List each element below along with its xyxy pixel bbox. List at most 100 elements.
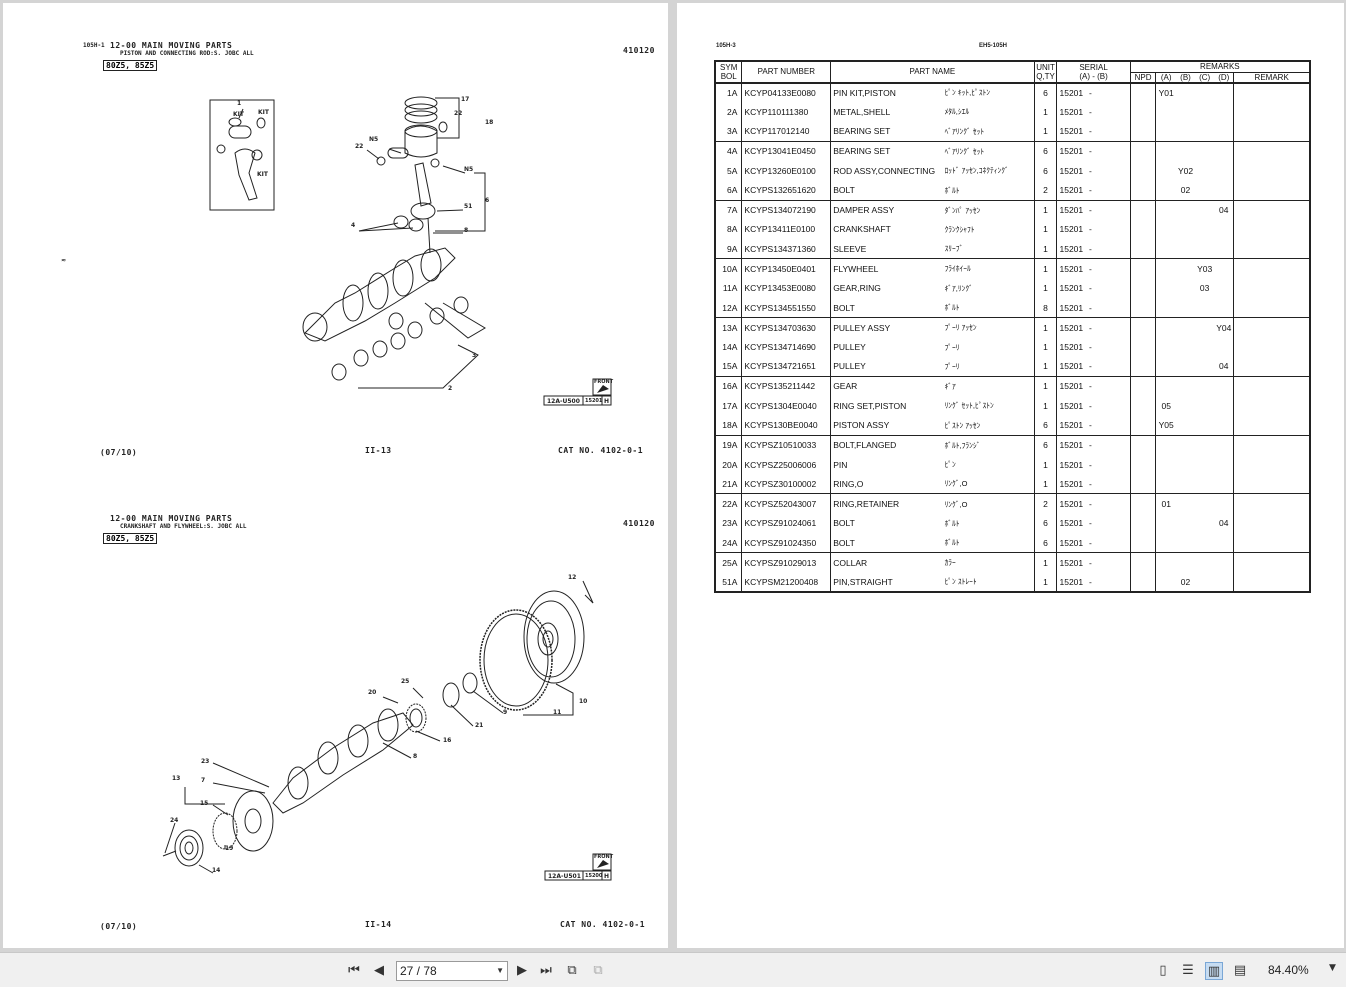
part-name-cell: BOLT,FLANGED xyxy=(830,434,943,455)
remark-c-cell xyxy=(1195,298,1214,318)
remark-cell xyxy=(1233,375,1310,396)
sym-cell: 25A xyxy=(715,552,742,573)
last-page-icon[interactable]: ⏭ xyxy=(540,963,552,978)
previous-page-icon[interactable]: ◀ xyxy=(374,963,384,978)
zoom-dropdown-icon[interactable]: ▼ xyxy=(1329,963,1336,973)
part-name-jp-cell: ﾘﾝｸﾞ ｾｯﾄ,ﾋﾟｽﾄﾝ xyxy=(944,401,994,411)
part-number-cell: KCYPSZ91024061 xyxy=(741,513,831,534)
remark-a-cell xyxy=(1155,474,1176,494)
remark-b-cell xyxy=(1176,337,1195,357)
remark-c-cell xyxy=(1195,122,1214,142)
serial-header: SERIAL xyxy=(1056,61,1131,72)
remark-header: REMARK xyxy=(1233,72,1310,84)
remark-d-cell xyxy=(1214,83,1234,103)
part-name-cell: BEARING SET xyxy=(830,121,943,142)
part-name-cell: BOLT xyxy=(830,180,943,201)
facing-pages-view-icon[interactable]: ▥ xyxy=(1205,962,1223,980)
remark-d-cell xyxy=(1214,533,1234,553)
remark-b-cell xyxy=(1175,140,1196,161)
serial-b-cell: - xyxy=(1088,576,1092,587)
part-name-cell: COLLAR xyxy=(830,552,943,573)
continuous-view-icon[interactable]: ☰ xyxy=(1182,963,1194,978)
model-box: 80Z5, 85Z5 xyxy=(103,533,158,544)
part-number-cell: KCYP13453E0080 xyxy=(741,278,831,299)
remark-d-cell xyxy=(1214,180,1234,200)
part-name-cell: BOLT xyxy=(830,533,943,553)
figure-serial: 15201 xyxy=(585,398,603,404)
part-name-jp-cell: ﾍﾞｱﾘﾝｸﾞ ｾｯﾄ xyxy=(944,126,985,136)
serial-b-cell: - xyxy=(1088,459,1092,470)
single-page-view-icon[interactable]: ▯ xyxy=(1159,963,1167,978)
remark-cell xyxy=(1233,474,1310,494)
remark-d-cell: Y04 xyxy=(1214,317,1234,338)
serial-b-cell: - xyxy=(1086,434,1131,455)
callout: 23 xyxy=(201,758,210,765)
go-back-view-icon[interactable]: ⧉ xyxy=(567,963,577,978)
remark-d-cell xyxy=(1214,102,1234,122)
page-date: (07/10) xyxy=(100,448,138,457)
serial-b-cell: - xyxy=(1088,302,1092,313)
qty-cell: 1 xyxy=(1033,278,1057,299)
next-page-icon[interactable]: ▶ xyxy=(517,963,527,978)
callout: 8 xyxy=(464,227,469,234)
first-page-icon[interactable]: ⏮ xyxy=(348,963,360,978)
sym-cell: 24A xyxy=(722,537,738,548)
document-viewport[interactable]: 105H-1 12-00 MAIN MOVING PARTS PISTON AN… xyxy=(0,0,1346,952)
remark-b-cell xyxy=(1176,122,1195,142)
serial-a-cell: 15201 xyxy=(1056,317,1087,338)
remark-d-cell xyxy=(1214,161,1234,181)
serial-b-cell: - xyxy=(1088,283,1092,294)
serial-a-cell: 15201 xyxy=(1056,552,1087,573)
remark-b-cell xyxy=(1176,220,1195,240)
part-number-cell: KCYPSM21200408 xyxy=(741,572,831,592)
part-name-cell: DAMPER ASSY xyxy=(830,199,943,220)
callout: N5 xyxy=(369,136,379,143)
npd-cell xyxy=(1129,513,1156,534)
part-number-cell: KCYP13450E0401 xyxy=(741,258,831,279)
serial-a-cell: 15201 xyxy=(1056,396,1087,416)
sym-cell: 7A xyxy=(715,199,742,220)
callout: 20 xyxy=(368,689,377,696)
remark-a-cell xyxy=(1155,219,1176,240)
c-header: (C) xyxy=(1195,72,1215,84)
npd-cell xyxy=(1129,474,1156,494)
serial-b-cell: - xyxy=(1088,126,1092,137)
npd-cell xyxy=(1129,298,1156,318)
part-number-cell: KCYPS130BE0040 xyxy=(741,415,831,436)
go-forward-view-icon[interactable]: ⧉ xyxy=(593,963,603,978)
npd-cell xyxy=(1129,375,1156,396)
part-name-jp-cell: ｷﾞｱ,ﾘﾝｸﾞ xyxy=(944,283,973,293)
sym-cell: 21A xyxy=(722,478,738,489)
remark-cell xyxy=(1233,121,1310,142)
part-name-jp-cell: ｶﾗｰ xyxy=(942,552,1035,573)
figure-title: 12-00 MAIN MOVING PARTS xyxy=(110,514,233,523)
part-name-jp-cell: ﾌﾟｰﾘ xyxy=(944,361,960,371)
remark-a-cell xyxy=(1155,258,1176,279)
serial-a-cell: 15201 xyxy=(1056,356,1087,377)
part-name-cell: PULLEY xyxy=(830,337,943,357)
qty-cell: 8 xyxy=(1033,298,1057,318)
part-name-cell: PULLEY xyxy=(830,356,943,377)
part-name-jp-cell: ﾋﾟﾝ xyxy=(944,460,956,470)
figure-subtitle: PISTON AND CONNECTING ROD:S. JOBC ALL xyxy=(120,50,254,57)
qty-cell: 6 xyxy=(1033,140,1057,161)
npd-cell xyxy=(1129,396,1156,416)
qty-cell: 1 xyxy=(1033,337,1057,357)
continuous-facing-view-icon[interactable]: ▤ xyxy=(1233,963,1247,978)
part-number-cell: KCYPS132651620 xyxy=(741,180,831,201)
page-selector[interactable]: 27 / 78 ▼ xyxy=(396,961,508,981)
part-name-cell: FLYWHEEL xyxy=(830,258,943,279)
zoom-level[interactable]: 84.40% xyxy=(1268,963,1309,977)
callout: 6 xyxy=(485,197,490,204)
remark-c-cell xyxy=(1195,199,1215,220)
remark-cell xyxy=(1233,102,1310,122)
serial-b-cell: - xyxy=(1088,165,1092,176)
